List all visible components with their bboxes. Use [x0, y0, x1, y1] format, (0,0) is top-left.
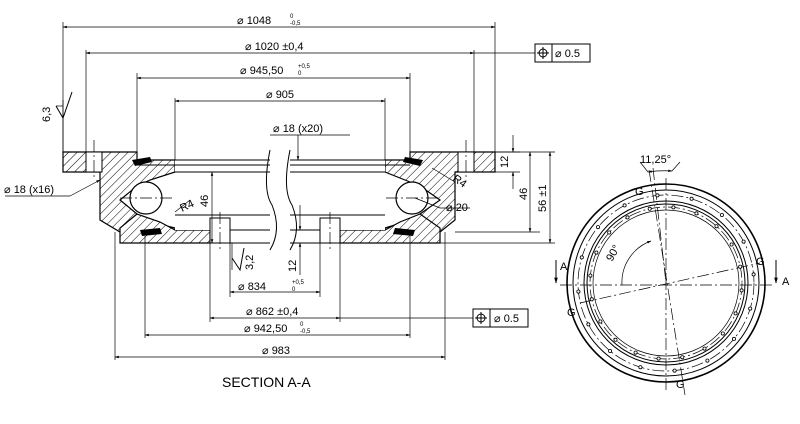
dim-983: ⌀ 983: [262, 345, 290, 357]
bolt-hole-inner: [647, 206, 652, 211]
bolt-hole-inner: [680, 355, 685, 360]
bolt-hole-inner: [598, 319, 603, 324]
bolt-hole-inner: [656, 356, 661, 361]
bolt-hole-outer: [586, 322, 591, 327]
section-mark-left: A: [560, 261, 568, 273]
section-view: [62, 140, 496, 251]
dim-46-left: 46: [199, 195, 211, 207]
bolt-hole-outer: [596, 225, 601, 230]
bolt-holes-inner: [588, 205, 744, 361]
bolt-hole-inner: [589, 297, 594, 302]
angle-90: 90°: [604, 243, 623, 263]
dim-834-tol-lower: 0: [292, 287, 296, 293]
bolt-hole-outer: [638, 365, 643, 370]
bolt-hole-inner: [625, 215, 630, 220]
g-mark-left: G: [567, 307, 576, 319]
bolt-hole-inner: [733, 311, 738, 316]
bolt-hole-outer: [748, 306, 753, 311]
svg-text:3,2: 3,2: [244, 255, 256, 270]
dim-12-bottom: 12: [287, 260, 299, 272]
svg-text:⌀ 0.5: ⌀ 0.5: [555, 48, 580, 60]
radius-left: R4: [178, 198, 196, 215]
bolt-hole-inner: [720, 331, 725, 336]
top-view: 11,25° 90° G G G G A A: [554, 154, 790, 396]
dim-945-tol-lower: 0: [298, 71, 302, 77]
roughness-symbol-top: 6,3: [41, 91, 73, 152]
dim-56: 56 ±1: [537, 185, 549, 212]
bolt-hole-inner: [729, 242, 734, 247]
bolt-hole-outer: [689, 196, 694, 201]
dim-945-tol-upper: +0,5: [298, 64, 311, 70]
vertical-dimensions: 12 46 56 ±1 46 12 ⌀ 20 R4 R4: [174, 135, 555, 275]
bolt-hole-outer: [741, 239, 746, 244]
holes-left-note: ⌀ 18 (x16): [4, 184, 54, 196]
dim-1020: ⌀ 1020 ±0,4: [245, 41, 304, 53]
g-mark-bottom: G: [676, 379, 685, 391]
tolerance-value-bottom: 0.5: [504, 313, 519, 325]
dim-ball: ⌀ 20: [446, 202, 468, 214]
tolerance-value-top: 0.5: [565, 48, 580, 60]
bolt-hole-outer: [576, 289, 581, 294]
bolt-hole-inner: [594, 250, 599, 255]
bolt-hole-inner: [588, 273, 593, 278]
position-tolerance-frame-top: ⌀ 0.5: [534, 43, 591, 63]
seal-top-left: [132, 157, 152, 166]
g-mark-top: G: [635, 186, 644, 198]
bolt-hole-inner: [671, 205, 676, 210]
seal-top-right: [403, 157, 423, 166]
bolt-hole-inner: [694, 211, 699, 216]
dim-862: ⌀ 862 ±0,4: [246, 306, 298, 318]
dim-1048-tol-upper: 0: [290, 14, 294, 20]
bolt-hole-inner: [607, 230, 612, 235]
dim-834-tol-upper: +0,5: [292, 280, 305, 286]
bolt-hole-inner: [714, 224, 719, 229]
bolt-holes-outer: [576, 193, 756, 373]
bolt-hole-outer: [719, 212, 724, 217]
dim-942-tol-upper: 0: [300, 322, 304, 328]
dim-1048-tol-lower: -0,5: [290, 21, 301, 27]
dim-942-tol-lower: -0,5: [300, 329, 311, 335]
bolt-hole-outer: [579, 255, 584, 260]
bolt-hole-inner: [633, 350, 638, 355]
bolt-hole-inner: [738, 264, 743, 269]
bolt-hole-outer: [608, 348, 613, 353]
dim-834: ⌀ 834: [238, 281, 266, 293]
seal-bottom-right: [393, 228, 415, 236]
section-title: SECTION A-A: [222, 374, 311, 390]
bolt-hole-inner: [613, 337, 618, 342]
dim-12-right: 12: [499, 156, 511, 168]
position-tolerance-frame-bottom: ⌀ 0.5: [472, 308, 529, 328]
seal-bottom-left: [140, 228, 162, 236]
bolt-hole-outer: [655, 193, 660, 198]
bolt-hole-outer: [622, 203, 627, 208]
svg-text:6,3: 6,3: [41, 107, 53, 122]
dim-905: ⌀ 905: [266, 89, 294, 101]
dim-945: ⌀ 945,50: [240, 65, 283, 77]
dim-46-right: 46: [518, 188, 530, 200]
bolt-hole-inner: [739, 288, 744, 293]
horizontal-dimensions: ⌀ 1048 0 -0,5 ⌀ 1020 ±0,4 ⌀ 0.5 ⌀ 945,50…: [4, 14, 591, 360]
section-mark-right: A: [782, 276, 790, 288]
dim-942: ⌀ 942,50: [244, 323, 287, 335]
svg-text:⌀ 0.5: ⌀ 0.5: [494, 313, 519, 325]
bolt-hole-outer: [751, 272, 756, 277]
dim-1048: ⌀ 1048: [237, 15, 271, 27]
roughness-symbol-bottom: 3,2: [231, 243, 256, 272]
bolt-hole-inner: [702, 346, 707, 351]
angle-pitch: 11,25°: [640, 154, 671, 166]
bolt-hole-outer: [705, 358, 710, 363]
holes-top-note: ⌀ 18 (x20): [273, 123, 323, 135]
g-mark-right: G: [756, 256, 765, 268]
bolt-hole-outer: [732, 336, 737, 341]
bolt-hole-outer: [672, 368, 677, 373]
